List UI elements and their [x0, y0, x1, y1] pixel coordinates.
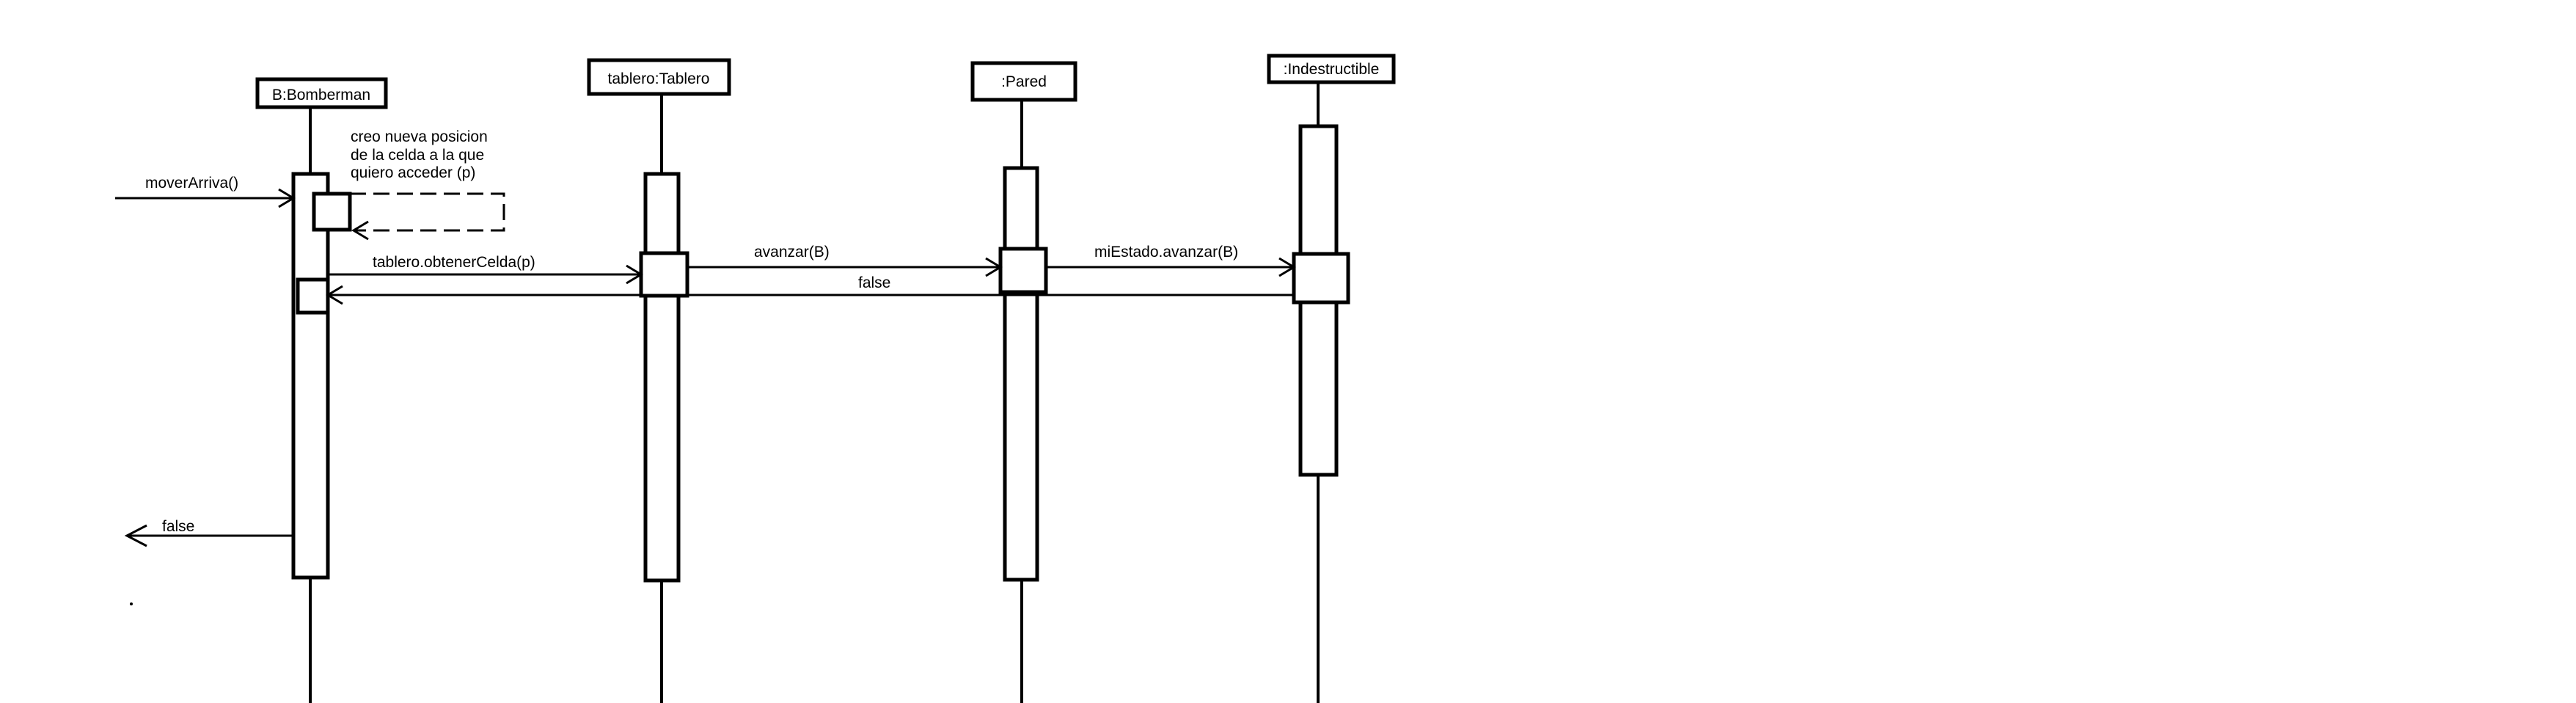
stray-dot	[130, 602, 133, 605]
message-mi-estado-avanzar-label: miEstado.avanzar(B)	[1094, 244, 1238, 261]
participant-bomberman: B:Bomberman	[255, 77, 388, 109]
return-false-label: false	[858, 274, 890, 291]
message-mi-estado-avanzar: miEstado.avanzar(B)	[1046, 244, 1296, 277]
return-false: false	[326, 274, 1294, 305]
self-message-note-line-2: de la celda a la que	[351, 147, 484, 164]
participant-indestructible: :Indestructible	[1267, 54, 1396, 84]
activation-bomberman-self	[312, 192, 352, 232]
activation-bomberman-return	[296, 277, 330, 315]
message-obtener-celda: tablero.obtenerCelda(p)	[328, 254, 643, 285]
participant-bomberman-label: B:Bomberman	[272, 87, 370, 103]
final-return-false-label: false	[162, 518, 194, 535]
participant-pared: :Pared	[970, 61, 1077, 102]
message-avanzar-label: avanzar(B)	[754, 244, 830, 261]
participant-pared-label: :Pared	[1001, 73, 1047, 90]
activation-tablero-call	[639, 251, 689, 298]
message-mover-arriva-label: moverArriva()	[145, 175, 238, 192]
message-mover-arriva: moverArriva()	[115, 175, 296, 208]
self-message-note-line-3: quiero acceder (p)	[351, 164, 475, 181]
message-avanzar: avanzar(B)	[687, 244, 1003, 277]
activation-pared	[1003, 166, 1039, 582]
participant-indestructible-label: :Indestructible	[1284, 61, 1380, 78]
self-message-note: creo nueva posicion de la celda a la que…	[351, 128, 492, 181]
activation-tablero	[643, 172, 681, 583]
activation-pared-call	[998, 247, 1048, 294]
activation-bomberman	[291, 172, 330, 580]
participant-tablero: tablero:Tablero	[587, 58, 731, 96]
message-obtener-celda-label: tablero.obtenerCelda(p)	[373, 254, 535, 271]
activation-indestructible-call	[1292, 252, 1350, 305]
self-message-note-line-1: creo nueva posicion	[351, 128, 488, 145]
final-return-false: false	[124, 518, 293, 547]
self-message	[350, 192, 505, 241]
participant-tablero-label: tablero:Tablero	[608, 70, 710, 87]
